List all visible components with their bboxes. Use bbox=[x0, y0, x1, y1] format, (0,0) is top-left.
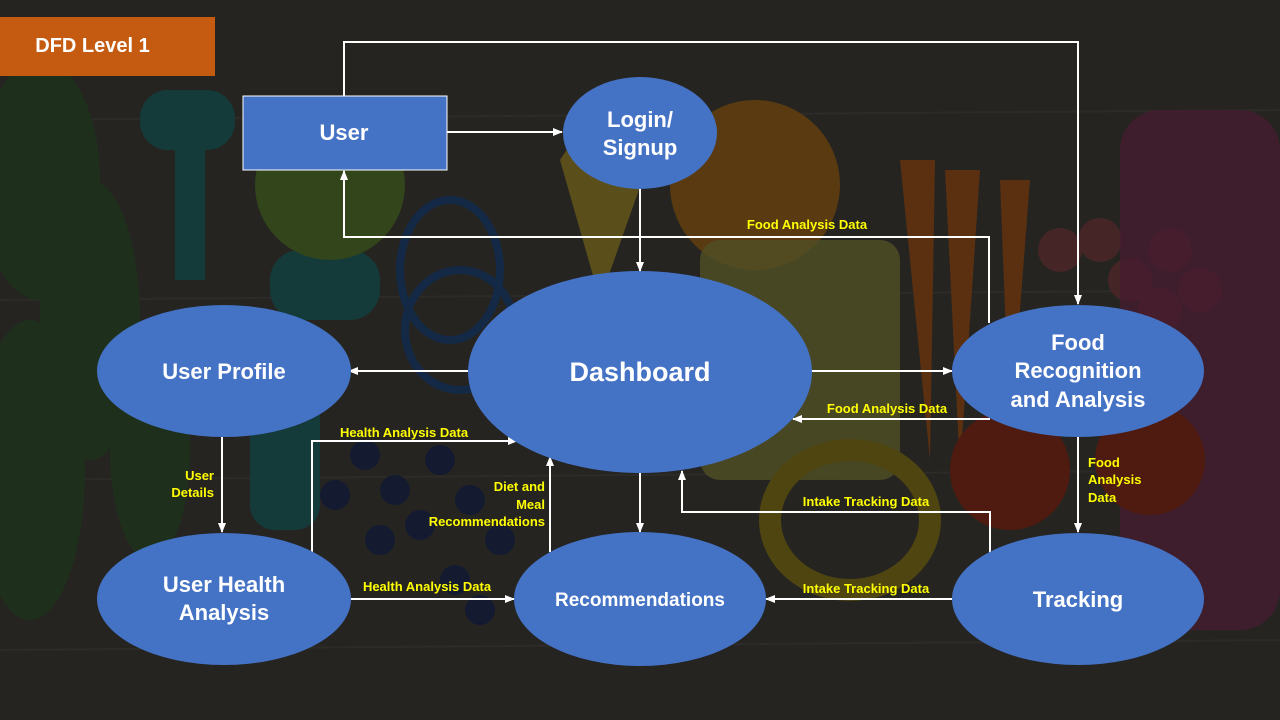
label-food-analysis-tracking-1: Food bbox=[1088, 455, 1120, 470]
node-tracking: Tracking bbox=[952, 533, 1204, 665]
label-food-analysis-top: Food Analysis Data bbox=[747, 217, 868, 232]
node-user-health-label-1: User Health bbox=[163, 572, 285, 597]
node-dashboard: Dashboard bbox=[468, 271, 812, 473]
node-user: User bbox=[242, 95, 448, 171]
label-food-analysis-tracking-3: Data bbox=[1088, 490, 1117, 505]
label-user-details-1: User bbox=[185, 468, 214, 483]
slide-title-text: DFD Level 1 bbox=[35, 35, 150, 57]
label-health-analysis-to-dashboard: Health Analysis Data bbox=[340, 425, 469, 440]
label-intake-to-dashboard: Intake Tracking Data bbox=[803, 494, 930, 509]
node-user-profile-label: User Profile bbox=[162, 359, 286, 384]
label-user-details-2: Details bbox=[171, 485, 214, 500]
node-recommendations-label: Recommendations bbox=[555, 590, 725, 611]
flow-food-to-user bbox=[340, 170, 990, 323]
node-food-label-2: Recognition bbox=[1014, 358, 1141, 383]
label-health-analysis-to-recs: Health Analysis Data bbox=[363, 579, 492, 594]
label-food-analysis-tracking-2: Analysis bbox=[1088, 472, 1141, 487]
node-food-recognition: Food Recognition and Analysis bbox=[952, 305, 1204, 437]
node-food-label-1: Food bbox=[1051, 330, 1105, 355]
label-food-analysis-to-dashboard: Food Analysis Data bbox=[827, 401, 948, 416]
node-user-label: User bbox=[320, 120, 369, 145]
label-diet-meal-3: Recommendations bbox=[429, 514, 545, 529]
node-recommendations: Recommendations bbox=[514, 532, 766, 666]
node-login-label-2: Signup bbox=[603, 135, 678, 160]
label-intake-to-recs: Intake Tracking Data bbox=[803, 581, 930, 596]
flow-user-to-food bbox=[343, 41, 1082, 305]
node-dashboard-label: Dashboard bbox=[569, 357, 710, 387]
slide-title: DFD Level 1 bbox=[0, 17, 215, 76]
flow-tracking-to-dashboard bbox=[678, 470, 991, 553]
node-login-label-1: Login/ bbox=[607, 107, 673, 132]
node-user-profile: User Profile bbox=[97, 305, 351, 437]
node-login: Login/ Signup bbox=[563, 77, 717, 189]
label-diet-meal-1: Diet and bbox=[494, 479, 545, 494]
node-user-health-label-2: Analysis bbox=[179, 600, 270, 625]
node-food-label-3: and Analysis bbox=[1011, 387, 1146, 412]
node-user-health: User Health Analysis bbox=[97, 533, 351, 665]
label-diet-meal-2: Meal bbox=[516, 497, 545, 512]
node-tracking-label: Tracking bbox=[1033, 587, 1123, 612]
flow-health-to-dashboard bbox=[311, 437, 518, 552]
